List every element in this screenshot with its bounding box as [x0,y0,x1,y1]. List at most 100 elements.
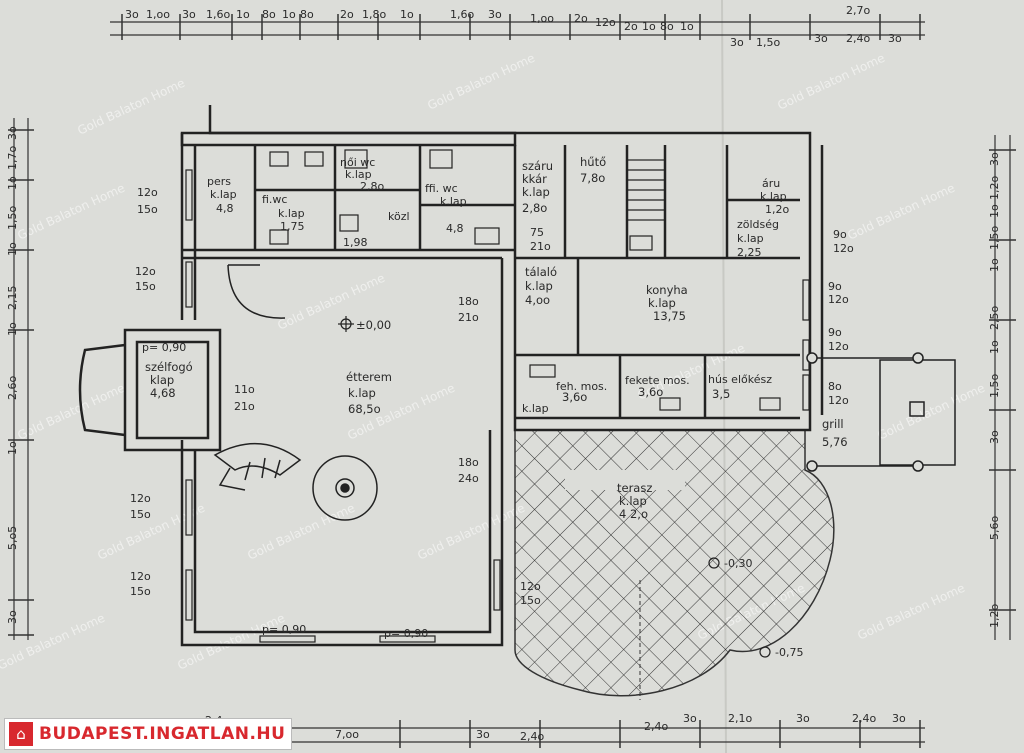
opening-annotations: p= 0,90 p= 0,90 p= 0,90 11o 21o 12o 15o … [130,186,854,640]
room-noiwc-area: 2,8o [360,180,384,193]
room-fehmos-area: 3,6o [562,390,587,404]
svg-text:3o: 3o [988,430,1001,444]
door-90-w-3: 9o [828,326,842,339]
svg-text:1o: 1o [6,176,19,190]
room-szelfogo-area: 4,68 [150,386,176,400]
door-180b-w: 18o [458,295,479,308]
door-75-w: 75 [530,226,544,239]
svg-text:1o: 1o [6,242,19,256]
svg-text:3o: 3o [6,610,19,624]
openings [185,169,810,643]
door-90-h-3: 12o [828,340,849,353]
door-180-h: 24o [458,472,479,485]
room-grill-area: 5,76 [822,435,848,449]
room-aru-area: 1,2o [765,203,789,216]
svg-text:7,oo: 7,oo [335,728,359,741]
door-110-w: 11o [234,383,255,396]
room-labels: étterem k.lap 68,5o konyha k.lap 13,75 t… [145,155,848,521]
room-etterem-area: 68,5o [348,402,381,416]
dimensions-left: 3o 1,7o 1o 1,5o 1o 2,15 1o 2,6o 1o 5,o5 … [6,126,19,624]
room-pers-area: 4,8 [216,202,234,215]
source-badge[interactable]: ⌂ BUDAPEST.INGATLAN.HU [4,718,292,750]
room-pers-name: pers [207,175,231,188]
svg-text:1,oo: 1,oo [146,8,170,21]
level-terrace: -0,30 [724,557,752,570]
svg-text:3o: 3o [892,712,906,725]
room-small-klap: k.lap [522,402,549,415]
room-fiwc-floor: k.lap [278,207,305,220]
svg-text:8o: 8o [262,8,276,21]
svg-text:2,1o: 2,1o [728,712,752,725]
room-huselokesz-name: hús előkész [708,373,772,386]
svg-text:2,4o: 2,4o [852,712,876,725]
room-talalo-floor: k.lap [525,279,553,293]
svg-text:1,oo: 1,oo [530,12,554,25]
sill-bottom-1: p= 0,90 [262,623,306,636]
svg-text:1,2o: 1,2o [988,176,1001,200]
room-terasz-name: terasz [617,481,652,495]
door-80-h: 12o [828,394,849,407]
room-talalo-name: tálaló [525,265,557,279]
door-80-w: 8o [828,380,842,393]
room-huto-name: hűtő [580,155,606,169]
svg-text:1,5o: 1,5o [6,206,19,230]
door-90-w-1: 9o [833,228,847,241]
room-konyha-area: 13,75 [653,309,686,323]
svg-text:2o: 2o [340,8,354,21]
door-120-w-5: 12o [520,580,541,593]
level-main: ±0,00 [356,318,391,332]
dimensions-right: 3o 1,2o 1o 1,5o 1o 2,5o 1o 1,5o 3o 5,6o … [988,152,1001,628]
door-75-h: 21o [530,240,551,253]
svg-text:5,6o: 5,6o [988,516,1001,540]
door-180-w: 18o [458,456,479,469]
room-feketemos-area: 3,6o [638,385,663,399]
svg-text:5,o5: 5,o5 [6,526,19,550]
room-konyha-name: konyha [646,283,688,297]
door-90-w-2: 9o [828,280,842,293]
svg-text:3o: 3o [683,712,697,725]
svg-text:1o: 1o [6,322,19,336]
svg-text:1o: 1o [680,20,694,33]
room-szaru-floor: k.lap [522,185,550,199]
room-etterem-name: étterem [346,370,392,384]
svg-text:1o: 1o [988,204,1001,218]
door-110-h: 21o [234,400,255,413]
room-noiwc-floor: k.lap [345,168,372,181]
terrace-paving [514,429,835,697]
level-labels: ±0,00 -0,30 -0,75 [356,318,803,659]
level-step: -0,75 [775,646,803,659]
room-kozl-area: 1,98 [343,236,368,249]
door-120-w-2: 12o [135,265,156,278]
service-stair [626,159,666,221]
room-szelfogo-floor: klap [150,373,174,387]
door-120-h-5: 15o [520,594,541,607]
svg-text:1,6o: 1,6o [206,8,230,21]
spiral-staircase [213,264,302,491]
svg-text:2o: 2o [624,20,638,33]
door-120-w-3: 12o [130,492,151,505]
room-zoldseg-name: zöldség [737,218,779,231]
svg-text:1,5o: 1,5o [988,374,1001,398]
svg-text:2,4o: 2,4o [846,32,870,45]
svg-text:3o: 3o [476,728,490,741]
room-szaru-name2: kkár [522,172,547,186]
svg-text:3o: 3o [730,36,744,49]
svg-text:1,8o: 1,8o [362,8,386,21]
room-fiwc-name: fi.wc [262,193,287,206]
fountain-symbol [312,455,378,521]
door-90-h-2: 12o [828,293,849,306]
room-ffiwc-floor: k.lap [440,195,467,208]
room-zoldseg-floor: k.lap [737,232,764,245]
room-kozl-name: közl [388,210,410,223]
svg-text:3o: 3o [888,32,902,45]
svg-text:1o: 1o [282,8,296,21]
svg-text:3o: 3o [814,32,828,45]
svg-text:2o: 2o [574,12,588,25]
dimension-lines [13,21,1011,743]
svg-text:1,2o: 1,2o [988,604,1001,628]
sill-szelfogo: p= 0,90 [142,341,186,354]
dimension-ticks [8,14,1016,748]
room-terasz-floor: k.lap [619,494,647,508]
room-aru-floor: k.lap [760,190,787,203]
